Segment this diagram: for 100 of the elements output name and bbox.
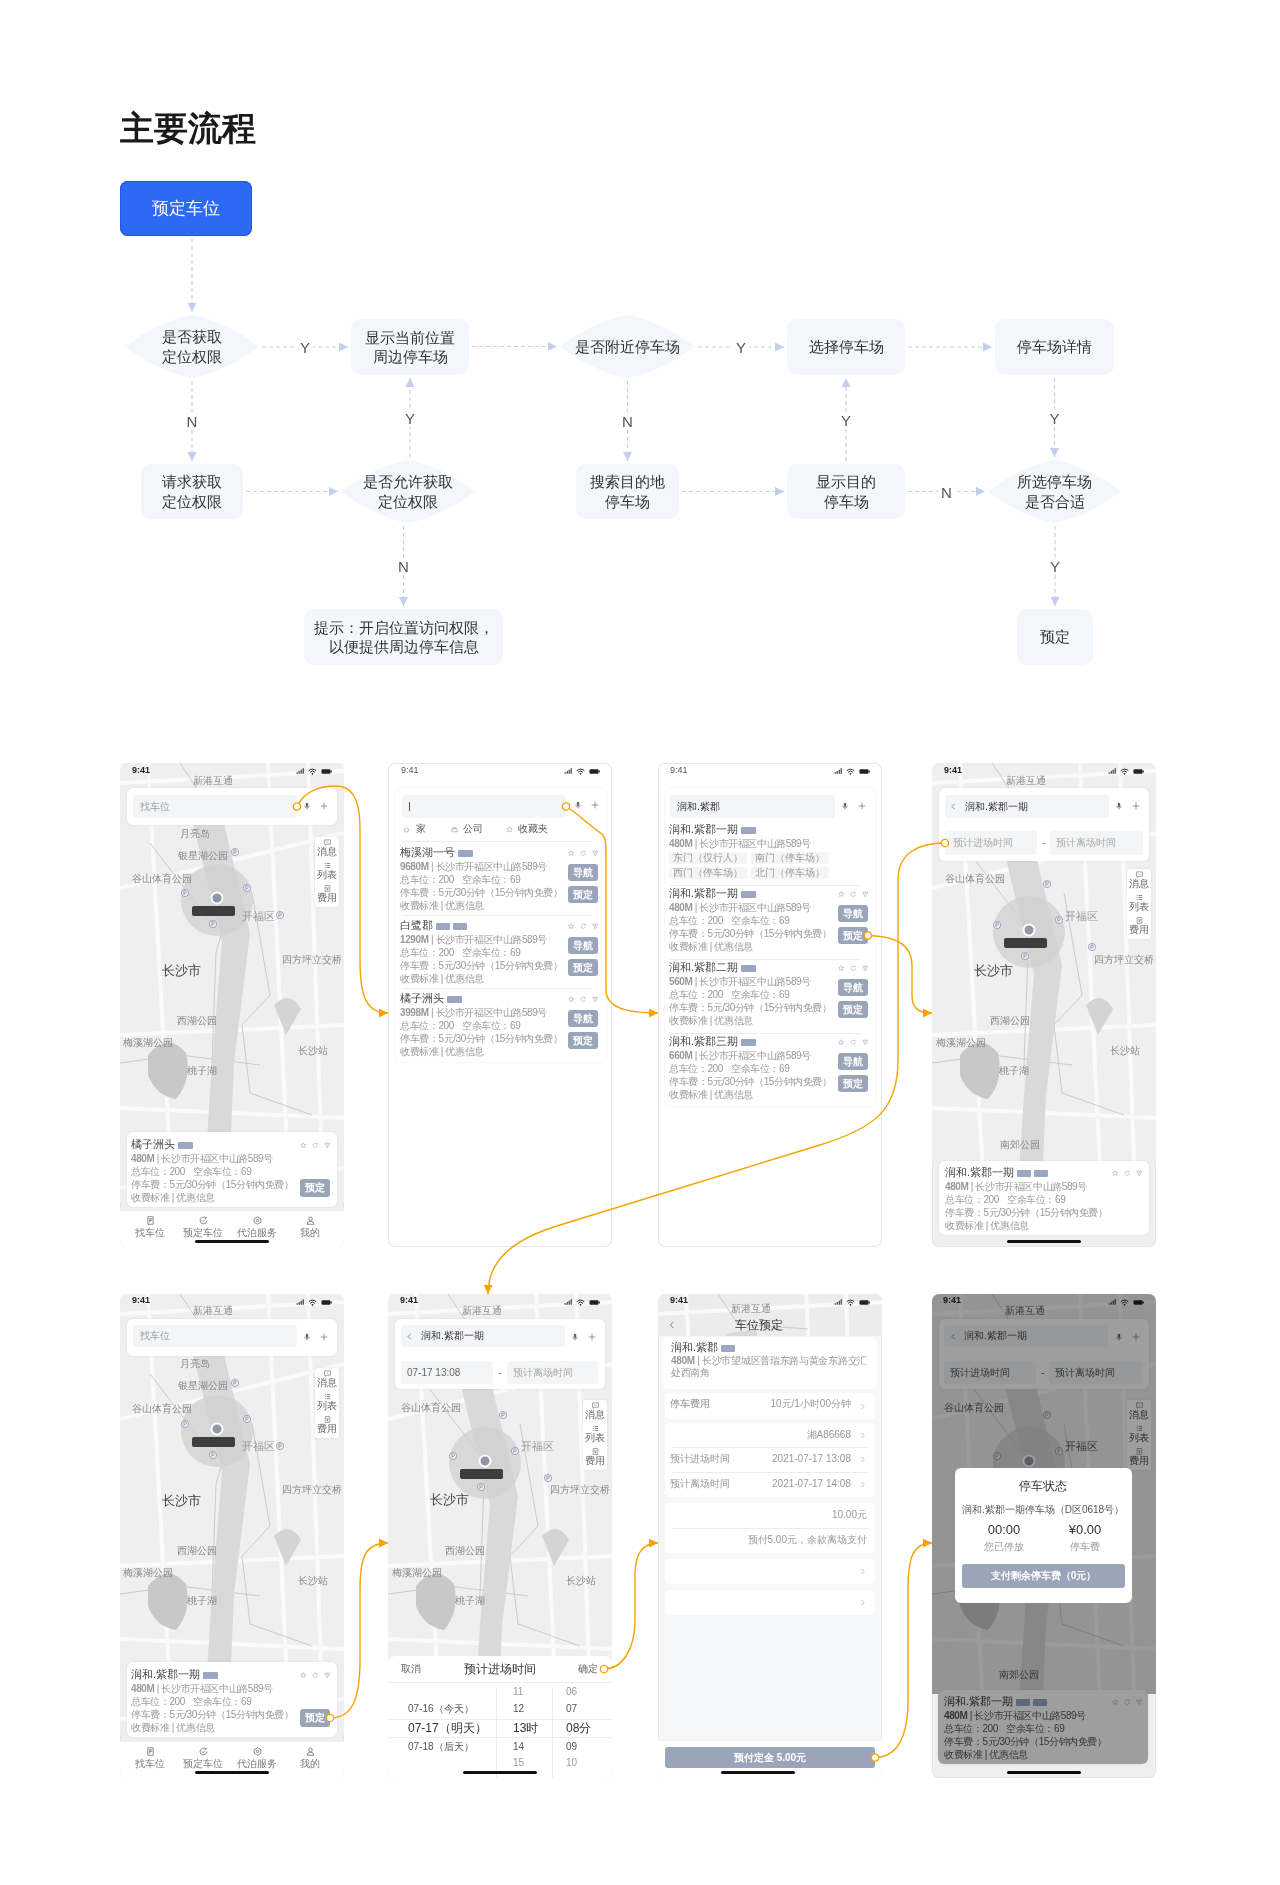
card-detail: 3998M | 长沙市开福区中山路589号 — [400, 1006, 548, 1020]
popup-text: 润和.紫郡一期停车场（D区0618号） — [961, 1503, 1125, 1517]
flow-arrow — [697, 342, 785, 352]
toolbar-label: 列表 — [1129, 1431, 1149, 1445]
time-field: 预计进场时间 — [944, 1361, 1036, 1384]
card-title: 橘子洲头 — [400, 992, 444, 1006]
card-detail: 空余车位：69 — [193, 1695, 252, 1709]
row-value: 2021-07-17 14:08 — [772, 1478, 851, 1491]
start-button: 预定车位 — [120, 181, 252, 236]
picker-option: 11 — [513, 1685, 524, 1699]
picker-title: 预计进场时间 — [464, 1661, 536, 1677]
map-label: 新港互通 — [731, 1302, 771, 1316]
map-label: 桃子湖 — [187, 1594, 217, 1608]
map-label: 银星湖公园 — [178, 849, 228, 863]
dash-separator: - — [498, 1366, 502, 1380]
process-box: 提示：开启位置访问权限，以便提供周边停车信息 — [304, 609, 503, 665]
card-title: 润和.紫郡一期 — [944, 1695, 1014, 1709]
card-title: 润和.紫郡三期 — [669, 1035, 739, 1049]
card-detail: 480M | 长沙市开福区中山路589号 — [945, 1180, 1087, 1194]
search-field: 润和.紫郡 — [670, 795, 835, 818]
card-title: 润和.紫郡一期 — [669, 823, 739, 837]
map-label: 谷山体育公园 — [944, 1401, 1004, 1415]
flow-arrow — [907, 487, 986, 496]
card-detail: 480M | 长沙市望城区普瑞东路与黄金东路交汇处西南角 — [671, 1354, 867, 1380]
card-detail: 停车费：5元/30分钟（15分钟内免费） — [131, 1178, 294, 1192]
card-detail: 收费标准 | 优惠信息 — [669, 1088, 753, 1102]
map-label: 长沙市 — [974, 962, 1013, 980]
map-label: 桃子湖 — [999, 1064, 1029, 1078]
toolbar-label: 费用 — [1129, 1454, 1149, 1468]
card-detail: 停车费：5元/30分钟（15分钟内免费） — [669, 1001, 832, 1015]
card-detail: 收费标准 | 优惠信息 — [400, 899, 484, 913]
status-time: 9:41 — [132, 765, 150, 777]
dash-separator: - — [1042, 836, 1046, 850]
picker-option: 13时 — [513, 1720, 539, 1736]
map-label: 谷山体育公园 — [945, 872, 1005, 886]
picker-option: 15 — [513, 1756, 525, 1770]
tab-label: 找车位 — [135, 1757, 165, 1771]
card-detail: 停车费：5元/30分钟（15分钟内免费） — [131, 1708, 294, 1722]
toolbar-label: 列表 — [585, 1431, 605, 1445]
flow-arrow — [623, 380, 632, 462]
card-detail: 总车位：200 — [131, 1165, 185, 1179]
card-detail: 480M | 长沙市开福区中山路589号 — [944, 1709, 1086, 1723]
map-label: 长沙市 — [430, 1491, 469, 1509]
search-field: 润和.紫郡一期 — [945, 795, 1109, 818]
book-button: 预定 — [838, 1001, 868, 1018]
search-field — [402, 795, 566, 818]
map-label: 月亮岛 — [180, 827, 210, 841]
phone-screen — [932, 1294, 1156, 1778]
map-label: 梅溪湖公园 — [123, 1566, 173, 1580]
phone-screen — [658, 763, 882, 1247]
map-label: 梅溪湖公园 — [123, 1036, 173, 1050]
time-field: 预计离场时间 — [507, 1361, 598, 1384]
card-detail: 总车位：200 — [669, 1062, 723, 1076]
tag-chip: 西门（停车场） — [669, 867, 747, 879]
edge-label: Y — [838, 411, 854, 428]
dash-separator: - — [1041, 1366, 1045, 1380]
picker-option: 06 — [566, 1685, 578, 1699]
search-field: 找车位 — [133, 1325, 297, 1347]
tag-chip: 北门（停车场） — [751, 867, 829, 879]
picker-option: 12 — [513, 1702, 525, 1716]
card-detail: 总车位：200 — [945, 1193, 999, 1207]
card-detail: 空余车位：69 — [731, 1062, 790, 1076]
tab-label: 预定车位 — [183, 1757, 223, 1771]
flow-arrow — [907, 342, 993, 352]
map-label: 银星湖公园 — [178, 1379, 228, 1393]
map-label: 四方坪立交桥 — [282, 1483, 342, 1497]
book-button: 预定 — [838, 1075, 868, 1092]
book-button: 预定 — [300, 1179, 330, 1197]
time-field: 预计离场时间 — [1050, 831, 1143, 855]
card-detail: 停车费：5元/30分钟（15分钟内免费） — [669, 1075, 832, 1089]
card-title: 橘子洲头 — [131, 1138, 175, 1152]
process-box: 预定 — [1017, 609, 1093, 665]
map-label: 谷山体育公园 — [401, 1401, 461, 1415]
tag-chip: 东门（仅行人） — [669, 852, 747, 864]
decision-diamond: 是否附近停车场 — [560, 315, 695, 378]
map-label: 长沙站 — [1110, 1044, 1140, 1058]
toolbar-label: 消息 — [317, 1376, 337, 1390]
card-detail: 收费标准 | 优惠信息 — [131, 1191, 215, 1205]
decision-diamond: 是否允许获取定位权限 — [341, 460, 475, 523]
shortcut-label: 公司 — [463, 822, 483, 836]
row-label: 停车费用 — [670, 1397, 710, 1411]
card-detail: 总车位：200 — [944, 1722, 998, 1736]
popup-title: 停车状态 — [1019, 1478, 1067, 1494]
card-detail: 总车位：200 — [400, 946, 454, 960]
card-detail: 总车位：200 — [669, 914, 723, 928]
map-label: 西湖公园 — [445, 1544, 485, 1558]
row-value: 湘A86668 — [806, 1429, 851, 1442]
flow-arrow — [1050, 525, 1060, 607]
tab-label: 代泊服务 — [237, 1757, 277, 1771]
navigate-button: 导航 — [568, 937, 598, 954]
flow-arrow — [399, 525, 408, 607]
search-field: 润和.紫郡一期 — [944, 1325, 1108, 1347]
navigate-button: 导航 — [838, 1053, 868, 1070]
card-detail: 空余车位：69 — [462, 946, 521, 960]
card-title: 梅溪湖一号 — [400, 846, 455, 860]
flow-arrow — [405, 377, 415, 458]
tab-label: 我的 — [300, 1757, 320, 1771]
map-label: 开福区 — [1065, 910, 1098, 924]
card-detail: 空余车位：69 — [1006, 1722, 1065, 1736]
toolbar-label: 列表 — [1129, 900, 1149, 914]
